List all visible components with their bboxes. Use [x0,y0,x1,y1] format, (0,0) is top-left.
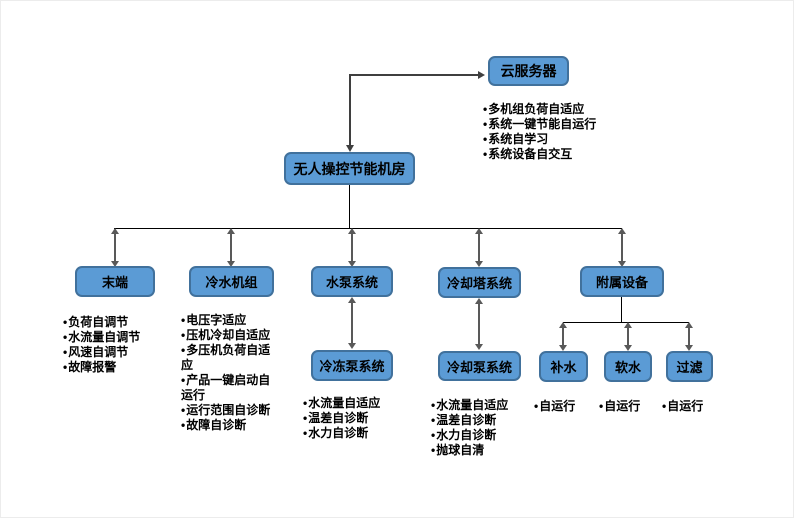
bullet-item: 水力自诊断 [431,428,546,443]
node-pump-system: 水泵系统 [311,266,393,297]
bullets-cooling-pump-system: 水流量自适应温差自诊断水力自诊断抛球自清 [431,398,546,458]
bullet-item: 自运行 [662,399,722,414]
bullet-item: 负荷自调节 [63,315,178,330]
arrowhead-down-into-root-icon [346,145,354,152]
bullet-item: 多压机负荷自适应 [181,343,278,373]
node-chiller-unit: 冷水机组 [189,266,274,297]
bullets-chiller-unit: 电压字适应压机冷却自适应多压机负荷自适应产品一键启动自运行运行范围自诊断故障自诊… [181,313,278,433]
connector-root-to-cloud-horizontal [351,74,479,76]
bullets-soft-water: 自运行 [599,399,659,414]
bullets-chilled-pump-system: 水流量自适应温差自诊断水力自诊断 [303,396,418,441]
node-cooling-tower-system: 冷却塔系统 [438,267,521,298]
bullets-filter: 自运行 [662,399,722,414]
bullet-item: 温差自诊断 [303,411,418,426]
node-cooling-pump-system: 冷却泵系统 [438,351,521,381]
node-auxiliary-equipment: 附属设备 [580,266,664,297]
bullets-makeup-water: 自运行 [534,399,594,414]
bullet-item: 自运行 [534,399,594,414]
bullet-item: 故障自诊断 [181,418,278,433]
bullet-item: 多机组负荷自适应 [483,102,613,117]
node-chilled-pump-system: 冷冻泵系统 [311,350,393,381]
connector-arrow-pump-system [348,228,356,267]
connector-root-to-cloud-vertical [349,74,351,145]
node-makeup-water: 补水 [539,351,588,382]
connector-arrow-makeup-water [559,322,567,351]
node-soft-water: 软水 [604,351,652,382]
arrowhead-right-into-cloud-icon [478,71,485,79]
connector-arrow-terminal [111,228,119,267]
connector-arrow-chiller-unit [227,228,235,267]
bullets-cloud-server: 多机组负荷自适应系统一键节能自运行系统自学习系统设备自交互 [483,102,613,162]
bullet-item: 产品一键启动自运行 [181,373,278,403]
bullet-item: 水力自诊断 [303,426,418,441]
bullets-terminal: 负荷自调节水流量自调节风速自调节故障报警 [63,315,178,375]
bullet-item: 水流量自适应 [303,396,418,411]
bullet-item: 运行范围自诊断 [181,403,278,418]
bullet-item: 温差自诊断 [431,413,546,428]
node-cloud-server: 云服务器 [488,56,569,86]
connector-root-stem [349,185,350,228]
connector-arrow-auxiliary [618,228,626,267]
node-terminal: 末端 [75,266,155,297]
connector-main-horizontal [114,228,622,229]
node-root-unmanned-machine-room: 无人操控节能机房 [284,152,415,185]
connector-arrow-chilled-pump [348,297,356,349]
node-filter: 过滤 [666,351,713,382]
bullet-item: 故障报警 [63,360,178,375]
bullet-item: 系统一键节能自运行 [483,117,613,132]
bullet-item: 抛球自清 [431,443,546,458]
bullet-item: 水流量自适应 [431,398,546,413]
bullet-item: 压机冷却自适应 [181,328,278,343]
connector-arrow-cooling-tower [475,228,483,267]
bullet-item: 风速自调节 [63,345,178,360]
bullet-item: 水流量自调节 [63,330,178,345]
connector-arrow-soft-water [624,322,632,351]
bullet-item: 系统自学习 [483,132,613,147]
connector-auxiliary-stem [621,297,622,322]
bullet-item: 自运行 [599,399,659,414]
bullet-item: 系统设备自交互 [483,147,613,162]
bullet-item: 电压字适应 [181,313,278,328]
connector-arrow-filter [685,322,693,351]
connector-arrow-cooling-pump [475,298,483,350]
